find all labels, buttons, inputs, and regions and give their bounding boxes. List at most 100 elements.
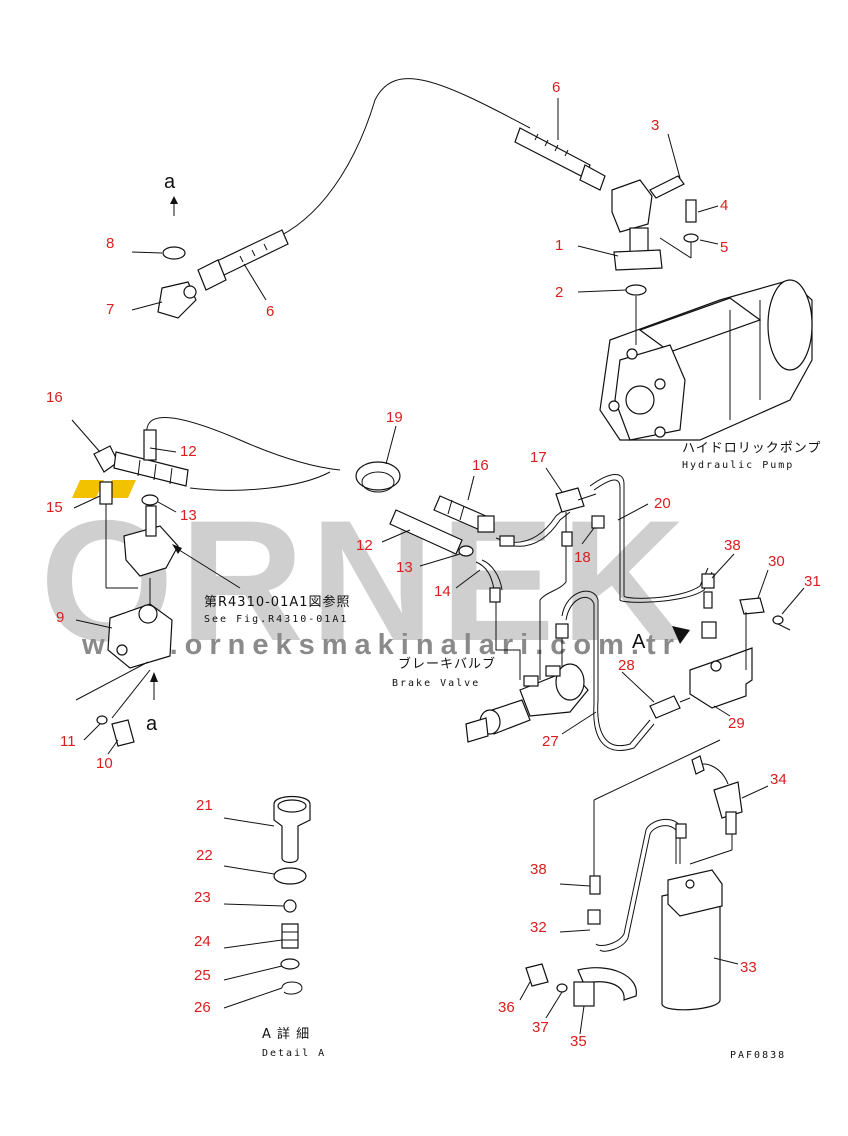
leader-38-bottom bbox=[559, 883, 591, 887]
leader-13-lower bbox=[419, 553, 461, 567]
switch-34 bbox=[713, 781, 743, 819]
detail-a: A 詳 細 Detail A bbox=[262, 795, 326, 1059]
callout: 15 bbox=[46, 499, 63, 516]
connector-15 bbox=[99, 481, 113, 505]
brake-valve-port-a bbox=[523, 675, 539, 687]
callout: 3 bbox=[651, 117, 659, 134]
pipe-27 bbox=[561, 590, 651, 747]
callouts: 6 3 4 5 1 2 8 7 6 16 12 15 13 9 11 10 19… bbox=[46, 79, 821, 1050]
callout: 10 bbox=[96, 755, 113, 772]
switch-34-stem bbox=[725, 811, 737, 835]
leader-30 bbox=[757, 569, 769, 599]
bolt-3 bbox=[649, 175, 685, 199]
pipe-20 bbox=[589, 474, 709, 599]
tee-body bbox=[123, 525, 179, 577]
callout: 37 bbox=[532, 1019, 549, 1036]
leader-24 bbox=[223, 939, 283, 949]
callout: 11 bbox=[60, 733, 76, 750]
leader-5 bbox=[699, 239, 719, 245]
callout: 8 bbox=[106, 235, 114, 252]
leader-6-bottom bbox=[243, 263, 267, 301]
pump-bolt-2 bbox=[654, 378, 666, 390]
leader-36 bbox=[519, 981, 531, 1001]
callout: 2 bbox=[555, 284, 563, 301]
bolt-guide bbox=[659, 237, 692, 259]
pump-bolt-1 bbox=[626, 348, 638, 360]
block-29-port bbox=[710, 660, 722, 672]
bolt-4 bbox=[685, 199, 697, 223]
pump-bolt-4 bbox=[654, 426, 666, 438]
leader-20 bbox=[617, 503, 649, 521]
o-ring-8 bbox=[162, 246, 186, 260]
o-ring-2 bbox=[625, 284, 647, 296]
hose-6-sleeve-left bbox=[214, 229, 289, 277]
leader-16-left bbox=[71, 419, 101, 453]
callout: 22 bbox=[196, 847, 213, 864]
callout: 30 bbox=[768, 553, 785, 570]
pipe-27-fitting bbox=[555, 623, 569, 639]
leader-3 bbox=[667, 133, 681, 179]
leader-32 bbox=[559, 929, 591, 933]
callout: 12 bbox=[180, 443, 197, 460]
connector-38-bottom bbox=[589, 875, 601, 895]
connector-38-top-body bbox=[703, 591, 713, 609]
pipe-27-b bbox=[565, 596, 655, 751]
leader-13-top bbox=[157, 501, 177, 513]
leader-10 bbox=[107, 739, 119, 755]
bolt-guide-left-2 bbox=[111, 669, 151, 719]
brake-valve-label-en: Brake Valve bbox=[392, 678, 480, 689]
see-fig-arrowhead bbox=[172, 544, 182, 554]
callout: 21 bbox=[196, 797, 213, 814]
plug-21-top bbox=[277, 799, 307, 813]
callout: 36 bbox=[498, 999, 515, 1016]
hydraulic-pump-label-en: Hydraulic Pump bbox=[682, 460, 794, 471]
leader-4 bbox=[697, 205, 719, 213]
leader-9 bbox=[75, 619, 113, 629]
snap-ring-26 bbox=[281, 981, 303, 995]
bolt-guide-left bbox=[75, 661, 149, 701]
tube-14-bv bbox=[495, 602, 521, 680]
tee-17-lower-fitting bbox=[561, 531, 573, 547]
callout: 16 bbox=[46, 389, 63, 406]
callout: 19 bbox=[386, 409, 403, 426]
hose-6-sleeve-right bbox=[514, 127, 591, 179]
connector-28 bbox=[649, 695, 681, 719]
brake-valve: ブレーキバルブ Brake Valve bbox=[392, 656, 589, 743]
detail-a-label-en: Detail A bbox=[262, 1048, 326, 1059]
callout: 6 bbox=[266, 303, 274, 320]
nut-13-top bbox=[141, 494, 159, 506]
right-block-assembly: A bbox=[632, 573, 791, 719]
accumulator-33-port bbox=[685, 879, 695, 889]
switch-34-terminal bbox=[691, 755, 705, 775]
connector-38-top bbox=[701, 573, 715, 589]
callout: 31 bbox=[804, 573, 821, 590]
callout: 14 bbox=[434, 583, 451, 600]
leader-23 bbox=[223, 903, 285, 907]
leader-19 bbox=[385, 425, 397, 465]
callout: 23 bbox=[194, 889, 211, 906]
leader-25 bbox=[223, 965, 283, 981]
leader-33 bbox=[713, 957, 739, 965]
tee-17-arm bbox=[577, 493, 597, 501]
upper-hose-assembly: a bbox=[157, 78, 699, 319]
valve-9-bolt bbox=[116, 644, 128, 656]
pipe-32-b bbox=[599, 825, 677, 952]
callout: 17 bbox=[530, 449, 547, 466]
fitting-view-a bbox=[701, 621, 717, 639]
leader-12-lower bbox=[381, 529, 411, 543]
bolt-30 bbox=[739, 597, 765, 615]
flange-1 bbox=[613, 249, 663, 271]
callout: 38 bbox=[530, 861, 547, 878]
bolt-36 bbox=[525, 963, 549, 987]
leader-26 bbox=[223, 987, 283, 1009]
leader-27 bbox=[561, 711, 597, 735]
callout: 24 bbox=[194, 933, 211, 950]
washer-31 bbox=[772, 615, 784, 625]
callout: 1 bbox=[555, 237, 563, 254]
hose-6-nut-left bbox=[197, 259, 227, 291]
leader-38-top bbox=[711, 553, 735, 579]
hose-16-nut bbox=[477, 515, 495, 533]
cap-18 bbox=[591, 515, 605, 529]
leader-31 bbox=[781, 587, 805, 615]
